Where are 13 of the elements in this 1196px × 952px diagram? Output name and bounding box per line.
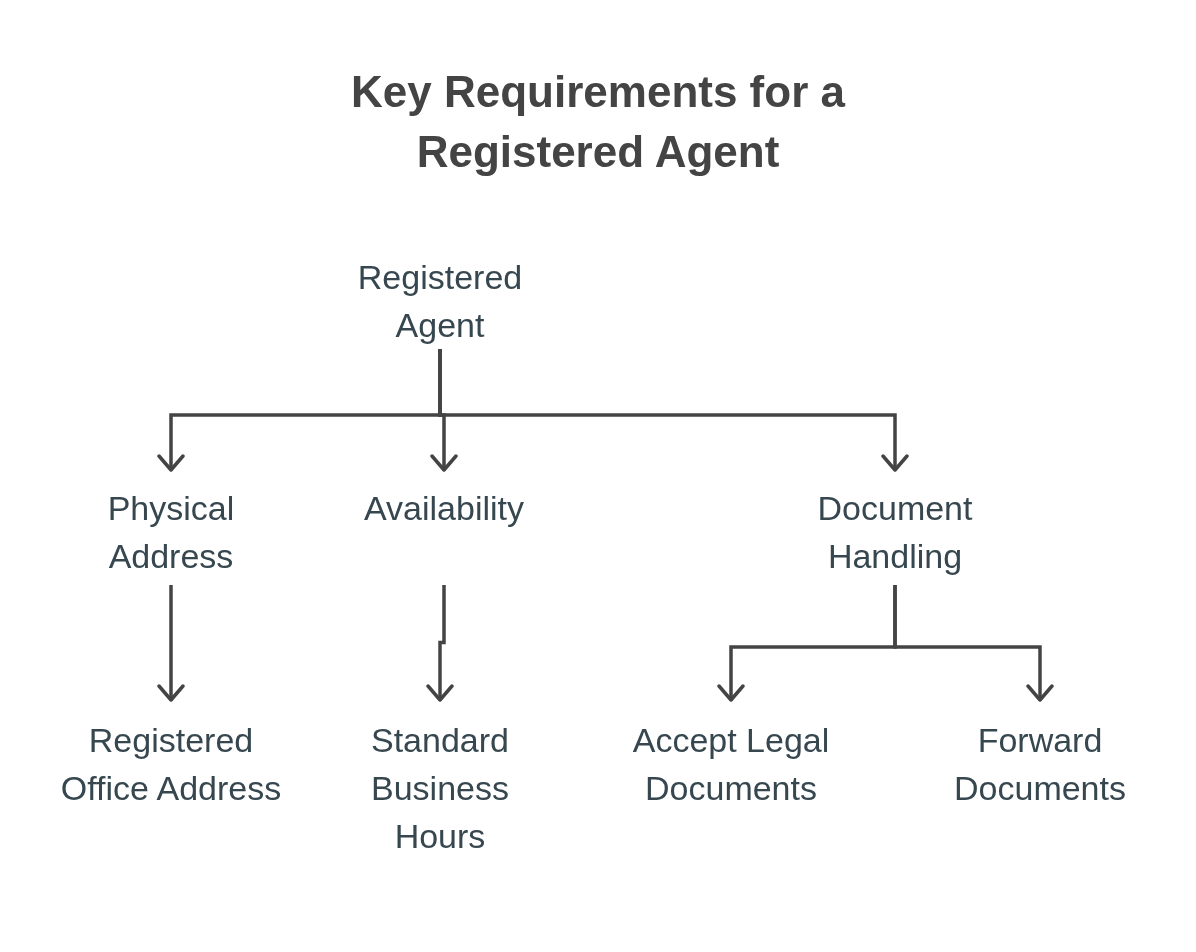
connector-arrow	[893, 585, 1054, 702]
node-label: Standard Business Hours	[370, 720, 510, 857]
connector-arrow	[426, 585, 454, 702]
node-label: Physical Address	[106, 488, 236, 577]
node-label: Availability	[363, 488, 525, 529]
node-label: Forward Documents	[953, 720, 1127, 809]
node-label: Document Handling	[816, 488, 974, 577]
connector-arrow	[157, 585, 185, 702]
node-label: Registered Office Address	[59, 720, 283, 809]
connector-arrow	[438, 349, 909, 472]
diagram-title: Key Requirements for a Registered Agent	[350, 66, 847, 178]
node-label: Accept Legal Documents	[631, 720, 831, 809]
node-label: Registered Agent	[356, 257, 524, 346]
